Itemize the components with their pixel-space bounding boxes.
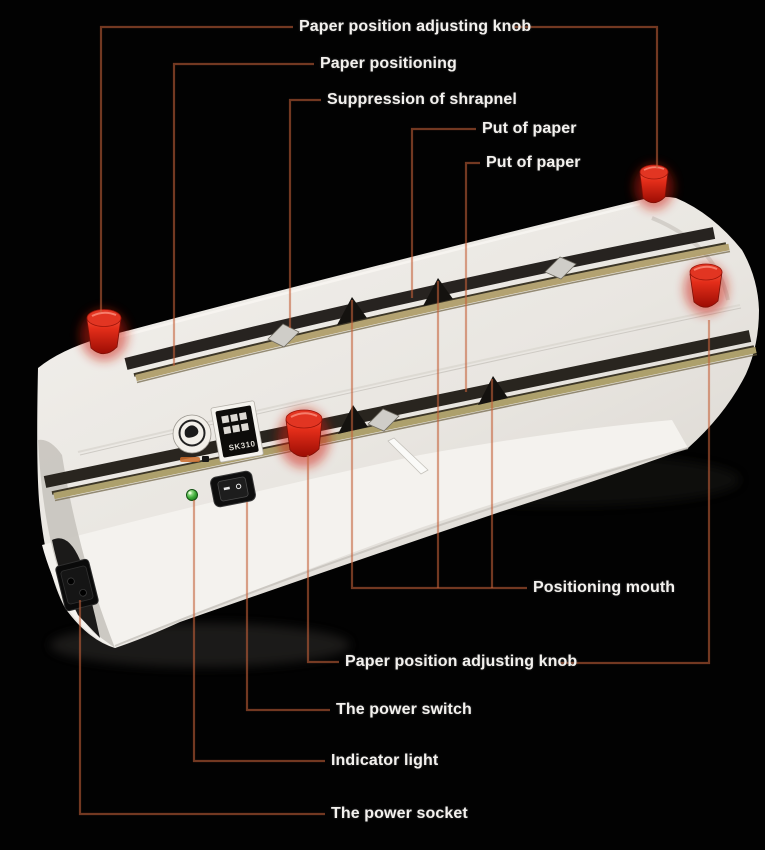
power-switch: [210, 470, 256, 508]
leader-line: [350, 300, 527, 590]
callout-indicator-light: Indicator light: [331, 752, 439, 769]
adjusting-knob-back-left: [80, 309, 128, 361]
leader-lines: [78, 25, 711, 816]
leader-line: [410, 127, 476, 298]
metal-clip: [267, 323, 300, 348]
leader-line: [306, 455, 339, 664]
leader-line: [464, 161, 480, 392]
adjusting-knob-back-right: [634, 164, 674, 210]
leader-line: [513, 25, 659, 168]
callout-put-of-paper-2: Put of paper: [486, 154, 581, 171]
callout-put-of-paper-1: Put of paper: [482, 120, 577, 137]
metal-clip: [544, 256, 577, 280]
metal-clip: [367, 408, 400, 432]
leader-line: [78, 600, 325, 816]
brand-logo: [172, 414, 212, 462]
callout-suppression-of-shrapnel: Suppression of shrapnel: [327, 91, 517, 108]
indicator-light: [186, 489, 198, 501]
adjusting-knob-front-left: [278, 408, 330, 468]
leader-line: [288, 98, 321, 328]
adjusting-knob-front-right: [684, 263, 728, 315]
paper-slot-back: [124, 227, 731, 384]
callout-paper-position-adjusting-knob-bottom: Paper position adjusting knob: [345, 653, 578, 670]
front-face: [42, 420, 688, 648]
leader-line: [560, 320, 711, 665]
leader-line: [172, 62, 314, 366]
leader-line: [99, 25, 293, 312]
paper-lever: [387, 437, 429, 475]
leader-line: [245, 502, 330, 712]
callout-paper-positioning: Paper positioning: [320, 55, 457, 72]
callout-the-power-socket: The power socket: [331, 805, 468, 822]
callout-paper-position-adjusting-knob-top: Paper position adjusting knob: [299, 18, 532, 35]
paper-slot-front: [43, 330, 758, 502]
power-socket: [55, 558, 99, 612]
leader-line: [192, 500, 325, 763]
callout-the-power-switch: The power switch: [336, 701, 472, 718]
model-sticker: SK310: [210, 400, 264, 463]
callout-positioning-mouth: Positioning mouth: [533, 579, 676, 596]
